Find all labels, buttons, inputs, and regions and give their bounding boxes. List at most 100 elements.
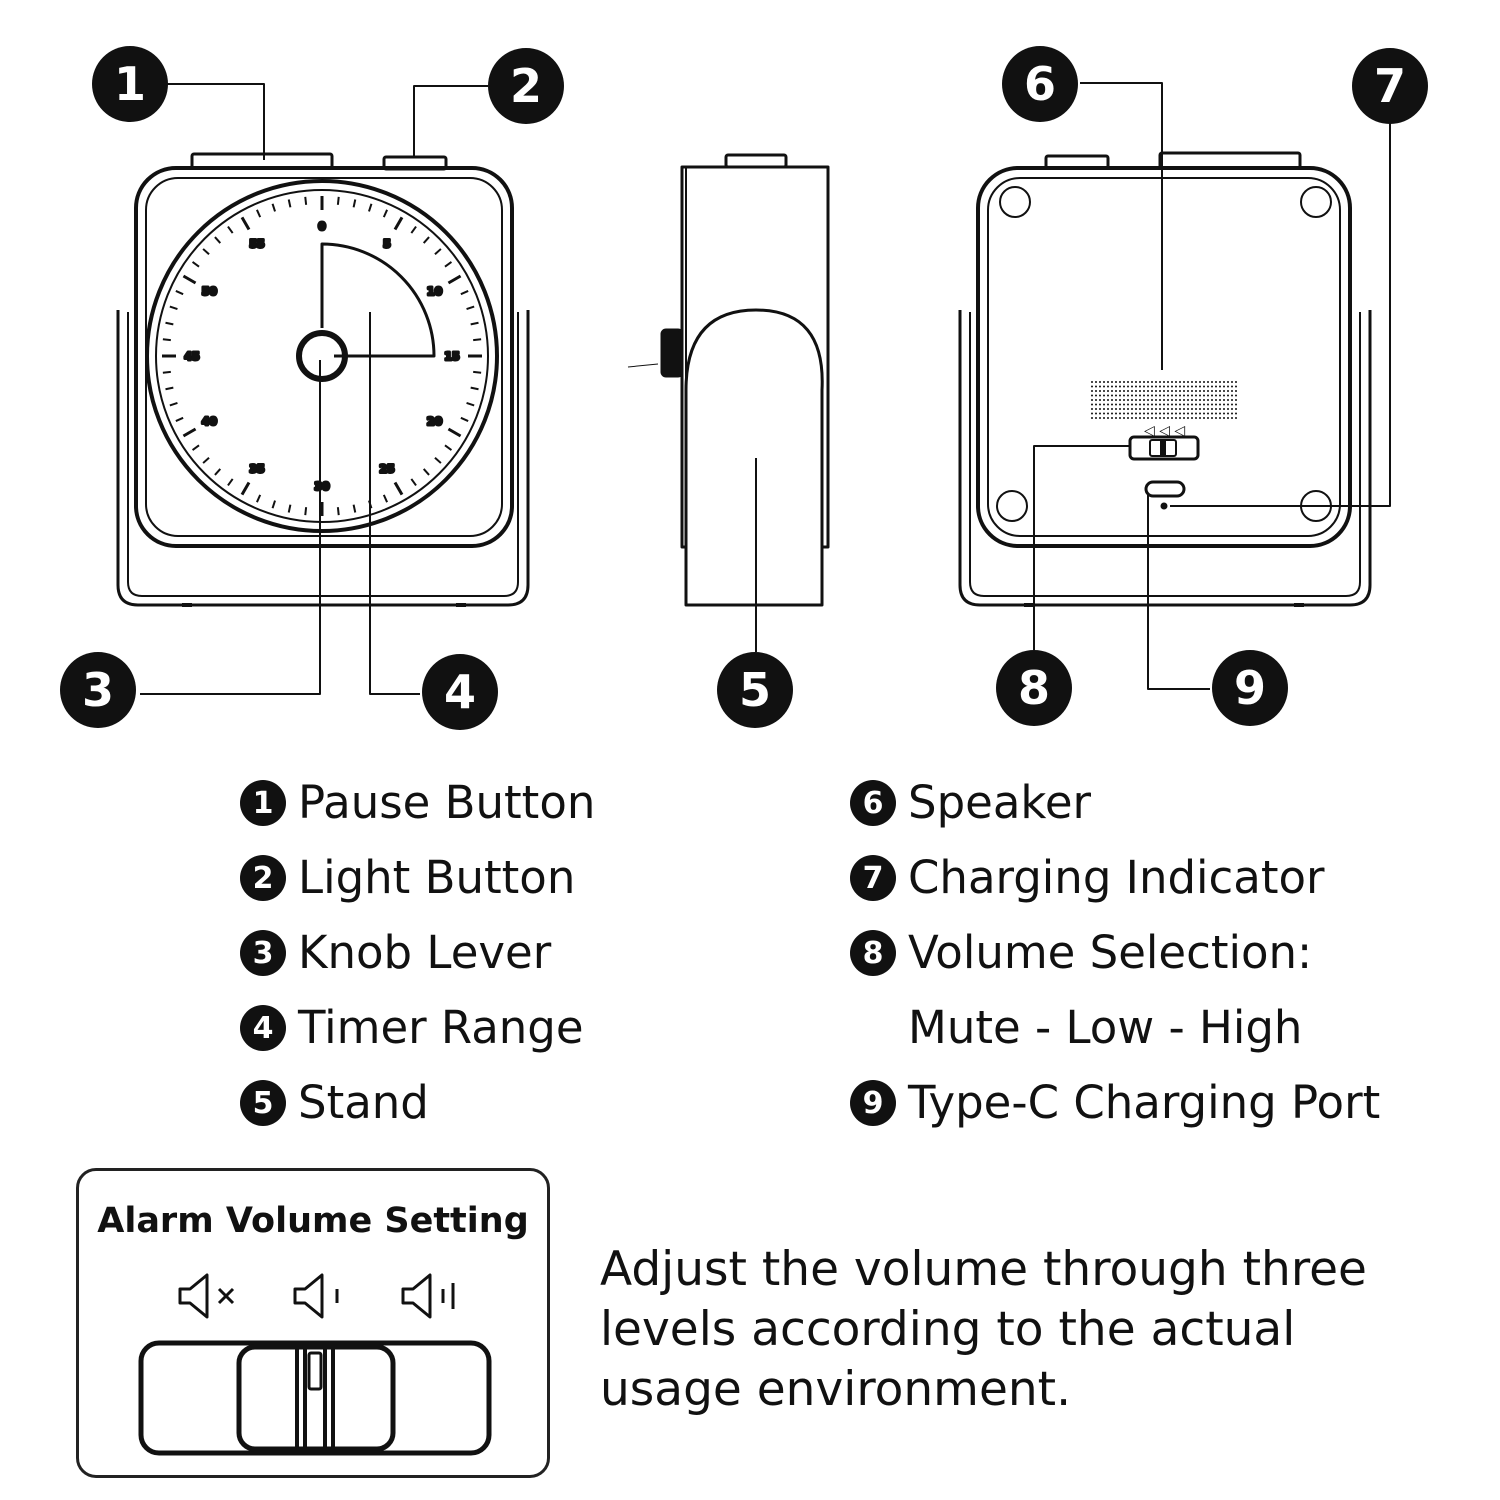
speaker-hole (1191, 399, 1193, 401)
speaker-hole (1159, 390, 1161, 392)
speaker-hole (1147, 408, 1149, 410)
speaker-hole (1115, 417, 1117, 419)
callout-8: 8 (996, 650, 1072, 726)
stand (684, 308, 824, 607)
speaker-hole (1111, 412, 1113, 415)
volume-slider[interactable] (1128, 435, 1200, 461)
speaker-hole (1179, 381, 1181, 383)
speaker-hole (1163, 412, 1165, 415)
speaker-hole (1139, 403, 1141, 406)
speaker-hole (1227, 417, 1229, 419)
speaker-hole (1199, 412, 1201, 415)
speaker-hole (1211, 381, 1213, 383)
legend-number: 5 (240, 1080, 286, 1126)
speaker-hole (1219, 412, 1221, 415)
type-c-port[interactable] (1144, 480, 1186, 498)
speaker-hole (1103, 390, 1105, 392)
speaker-hole (1095, 390, 1097, 392)
speaker-hole (1107, 381, 1109, 383)
speaker-hole (1195, 417, 1197, 419)
speaker-hole (1175, 390, 1177, 392)
speaker-hole (1235, 403, 1237, 406)
speaker-hole (1143, 385, 1145, 388)
speaker-hole (1155, 394, 1157, 397)
dial-tick (393, 481, 404, 496)
speaker-hole (1163, 399, 1165, 401)
dial-tick (382, 209, 388, 218)
speaker-hole (1115, 381, 1117, 383)
speaker-hole (1139, 408, 1141, 410)
speaker-hole (1231, 403, 1233, 406)
speaker-hole (1095, 408, 1097, 410)
speaker-hole (1219, 394, 1221, 397)
speaker-hole (1171, 399, 1173, 401)
speaker-hole (1099, 408, 1101, 410)
speaker-hole (1167, 399, 1169, 401)
speaker-hole (1179, 385, 1181, 388)
speaker-hole (1135, 408, 1137, 410)
speaker-hole (1179, 417, 1181, 419)
front-view (116, 152, 530, 607)
speaker-hole (1215, 385, 1217, 388)
speaker-hole (1199, 408, 1201, 410)
speaker-hole (1095, 399, 1097, 401)
callout-2: 2 (488, 48, 564, 124)
speaker-hole (1203, 417, 1205, 419)
speaker-hole (1215, 399, 1217, 401)
speaker-hole (1167, 403, 1169, 406)
speaker-hole (1231, 408, 1233, 410)
legend-item: 3 Knob Lever (240, 922, 595, 997)
volume-switch-slider[interactable] (236, 1344, 396, 1452)
speaker-hole (1111, 390, 1113, 392)
speaker-hole (1183, 394, 1185, 397)
speaker-hole (1231, 385, 1233, 388)
speaker-hole (1127, 417, 1129, 419)
speaker-hole (1131, 403, 1133, 406)
speaker-hole (1127, 403, 1129, 406)
speaker-hole (1151, 394, 1153, 397)
speaker-hole (1123, 417, 1125, 419)
legend-label: Charging Indicator (908, 851, 1325, 904)
speaker-hole (1199, 390, 1201, 392)
speaker-hole (1215, 417, 1217, 419)
speaker-hole (1139, 381, 1141, 383)
dial-tick (393, 216, 404, 231)
speaker-hole (1227, 412, 1229, 415)
speaker-hole (1171, 408, 1173, 410)
speaker-hole (1107, 408, 1109, 410)
speaker-hole (1123, 385, 1125, 388)
dial-label: 45 (184, 350, 199, 363)
speaker-hole (1167, 381, 1169, 383)
speaker-hole (1095, 403, 1097, 406)
callout-5: 5 (717, 652, 793, 728)
dial-tick (287, 199, 292, 208)
speaker-hole (1231, 412, 1233, 415)
legend-right: 6 Speaker 7 Charging Indicator 8 Volume … (850, 772, 1380, 1147)
speaker-hole (1231, 390, 1233, 392)
speaker-hole (1199, 394, 1201, 397)
speaker-hole (1151, 408, 1153, 410)
dial-tick (352, 504, 357, 513)
legend-left: 1 Pause Button 2 Light Button 3 Knob Lev… (240, 772, 595, 1147)
dial-tick (240, 481, 251, 496)
speaker-hole (1203, 412, 1205, 415)
speaker-hole (1103, 412, 1105, 415)
speaker-hole (1135, 394, 1137, 397)
callout-4: 4 (422, 654, 498, 730)
speaker-hole (1211, 390, 1213, 392)
speaker-hole (1191, 412, 1193, 415)
speaker-hole (1139, 412, 1141, 415)
speaker-hole (1135, 412, 1137, 415)
dial-label: 35 (249, 463, 264, 476)
speaker-hole (1119, 394, 1121, 397)
speaker-hole (1095, 412, 1097, 415)
speaker-hole (1103, 417, 1105, 419)
speaker-hole (1115, 390, 1117, 392)
speaker-hole (1175, 399, 1177, 401)
pause-button[interactable] (190, 152, 334, 170)
speaker-hole (1107, 385, 1109, 388)
speaker-hole (1127, 399, 1129, 401)
speaker-hole (1183, 390, 1185, 392)
speaker-hole (1139, 399, 1141, 401)
speaker-hole (1127, 385, 1129, 388)
